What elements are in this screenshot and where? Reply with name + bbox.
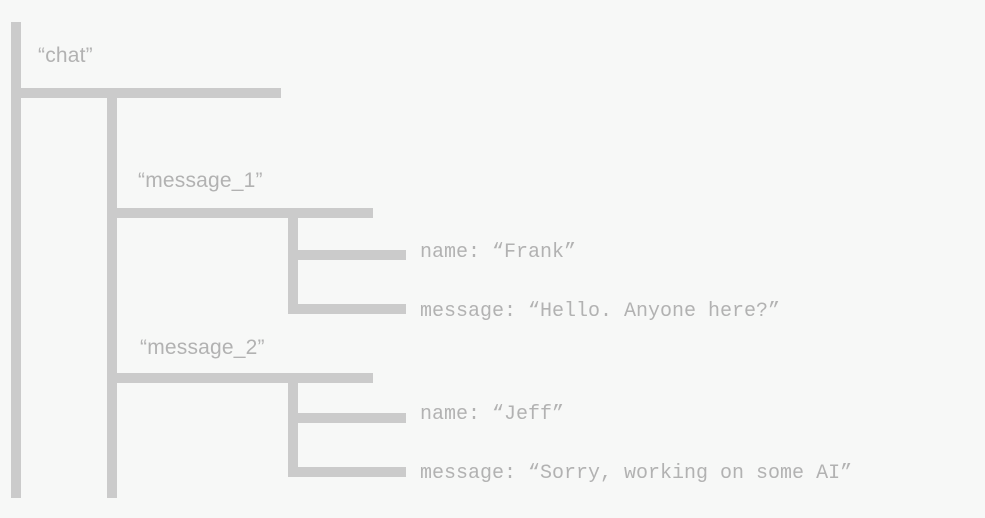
leaf-label-message-2-message: message: “Sorry, working on some AI” (420, 462, 853, 485)
level2-vertical-bar (107, 88, 117, 498)
message-2-leaf-1-connector (298, 413, 406, 423)
root-vertical-bar (11, 22, 21, 498)
message-2-leaf-spine (288, 373, 298, 477)
node-label-chat: “chat” (38, 44, 93, 67)
node-label-message-2: “message_2” (140, 336, 265, 359)
leaf-label-message-1-name: name: “Frank” (420, 241, 577, 264)
node-label-message-1: “message_1” (138, 169, 263, 192)
message-1-leaf-1-connector (298, 250, 406, 260)
message-2-leaf-2-connector (298, 467, 406, 477)
message-2-horizontal-branch (117, 373, 373, 383)
message-1-horizontal-branch (117, 208, 373, 218)
message-1-leaf-spine (288, 208, 298, 314)
leaf-label-message-2-name: name: “Jeff” (420, 403, 565, 426)
root-horizontal-branch (11, 88, 281, 98)
message-1-leaf-2-connector (298, 304, 406, 314)
leaf-label-message-1-message: message: “Hello. Anyone here?” (420, 300, 781, 323)
